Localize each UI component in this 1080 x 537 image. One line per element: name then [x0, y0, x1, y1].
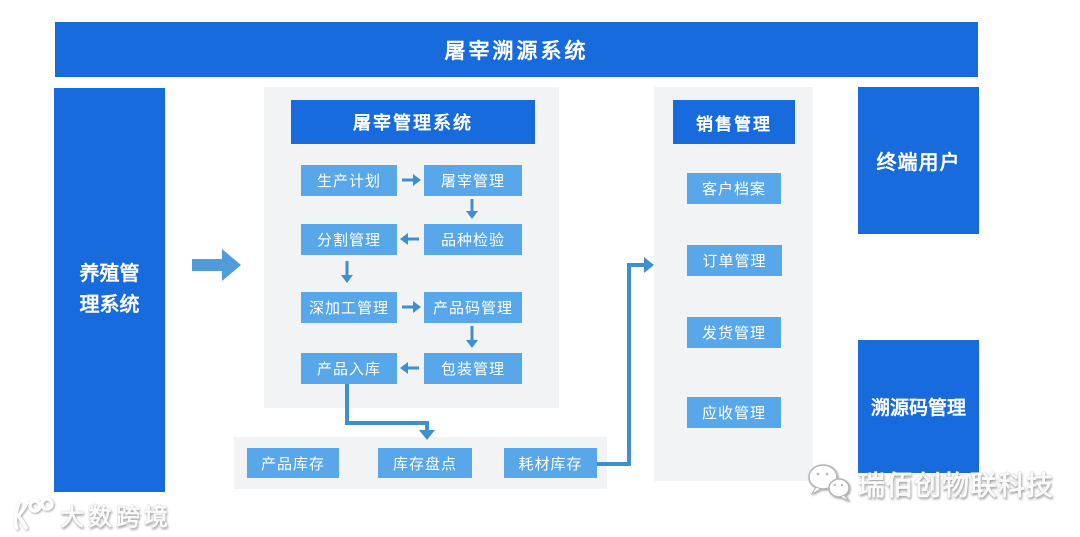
k100-logo-icon [13, 497, 54, 530]
trace-code-box: 溯源码管理 [858, 340, 979, 473]
node-product-inbound: 产品入库 [301, 353, 397, 384]
sales-panel-header: 销售管理 [673, 100, 795, 144]
node-product-stock: 产品库存 [247, 448, 339, 478]
watermark-left: 大数跨境 [8, 494, 172, 534]
node-customer-archive: 客户档案 [687, 173, 781, 204]
watermark-right: 瑞佰创物联科技 [806, 462, 1054, 504]
node-deep-processing: 深加工管理 [301, 292, 397, 323]
breeding-system-label: 养殖管理系统 [79, 263, 140, 316]
block-arrow-right-icon [192, 249, 241, 281]
node-shipping-mgmt: 发货管理 [687, 317, 781, 348]
node-packaging-mgmt: 包装管理 [424, 353, 522, 384]
node-cutting-mgmt: 分割管理 [301, 224, 397, 255]
node-breed-inspection: 品种检验 [424, 224, 522, 255]
node-slaughter-mgmt: 屠宰管理 [424, 165, 522, 196]
slaughter-panel-header: 屠宰管理系统 [291, 100, 535, 144]
watermark-right-label: 瑞佰创物联科技 [858, 470, 1054, 501]
node-product-code-mgmt: 产品码管理 [424, 292, 522, 323]
wechat-icon [808, 464, 850, 502]
elbow-connector-consumable-to-order [597, 257, 654, 466]
watermark-left-label: 大数跨境 [60, 503, 172, 531]
breeding-system-box: 养殖管理系统 [54, 88, 165, 492]
node-stock-count: 库存盘点 [378, 448, 472, 478]
end-user-box: 终端用户 [858, 87, 979, 234]
node-production-plan: 生产计划 [301, 165, 397, 196]
node-receivable-mgmt: 应收管理 [687, 397, 781, 428]
node-consumable-stock: 耗材库存 [504, 448, 597, 478]
page-title: 屠宰溯源系统 [55, 22, 978, 77]
node-order-mgmt: 订单管理 [687, 245, 782, 276]
